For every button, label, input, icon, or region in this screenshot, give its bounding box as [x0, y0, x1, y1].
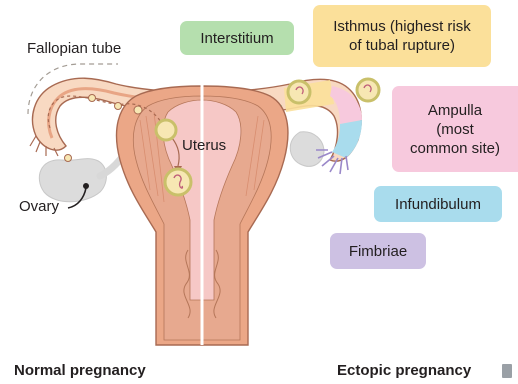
figure-icon [502, 364, 512, 378]
fimbriae-label: Fimbriae [349, 242, 407, 261]
normal-pregnancy-caption: Normal pregnancy [14, 362, 146, 380]
isthmus-box: Isthmus (highest risk of tubal rupture) [313, 5, 491, 67]
infundibulum-label: Infundibulum [395, 195, 481, 214]
isthmus-label-line1: Isthmus (highest risk [333, 17, 471, 36]
fallopian-tube-label: Fallopian tube [27, 40, 121, 58]
interstitium-label: Interstitium [200, 29, 273, 48]
ovary-label: Ovary [19, 198, 59, 216]
infundibulum-box: Infundibulum [374, 186, 502, 222]
interstitium-box: Interstitium [180, 21, 294, 55]
ampulla-label-line2: (most [436, 120, 474, 139]
isthmus-label-line2: of tubal rupture) [349, 36, 455, 55]
fimbriae-box: Fimbriae [330, 233, 426, 269]
ectopic-pregnancy-caption: Ectopic pregnancy [337, 362, 471, 380]
ovary-shape [39, 159, 106, 202]
ampulla-label-line1: Ampulla [428, 101, 482, 120]
ectopic-side [202, 79, 379, 345]
ampulla-label-line3: common site) [410, 139, 500, 158]
uterus-label: Uterus [182, 137, 226, 155]
ampulla-box: Ampulla (most common site) [392, 86, 518, 172]
